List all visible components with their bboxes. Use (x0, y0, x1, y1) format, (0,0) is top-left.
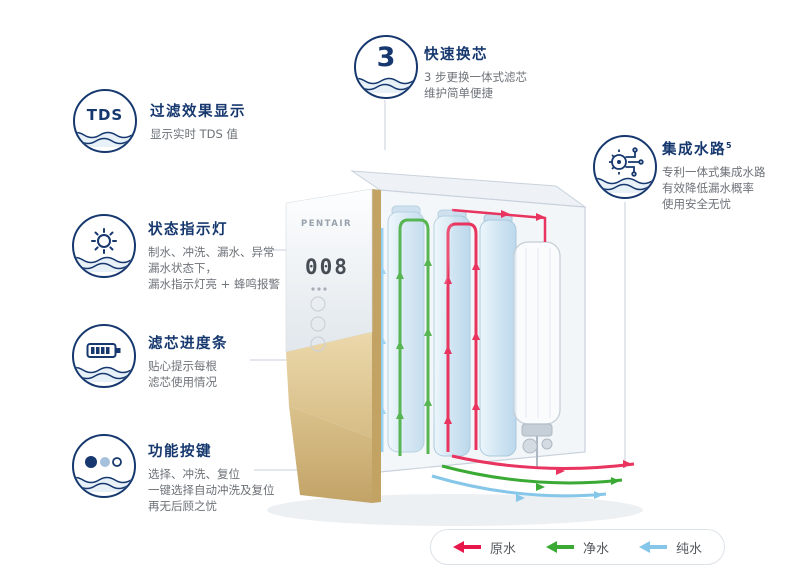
legend-item-pure-water: 纯水 (639, 538, 702, 557)
callout-title: 功能按键 (148, 444, 212, 460)
callout-line: 贴心提示每根 (148, 359, 217, 373)
callout-line: 显示实时 TDS 值 (150, 127, 238, 141)
callout-title-text: 集成水路 (662, 142, 726, 158)
callout-title: 滤芯进度条 (148, 336, 228, 352)
callout-line: 使用安全无忧 (662, 197, 731, 211)
flow-arrows (378, 210, 632, 502)
wave-decoration (74, 256, 134, 272)
display-digits: 008 (305, 255, 349, 279)
device-shadow (267, 494, 643, 526)
callout-filter-progress: 滤芯进度条 贴心提示每根 滤芯使用情况 (148, 332, 228, 390)
callout-line: 选择、冲洗、复位 (148, 467, 240, 481)
wave-decoration (595, 177, 655, 193)
callout-title: 状态指示灯 (148, 222, 228, 238)
membrane-filter (513, 241, 561, 468)
callout-tds: 过滤效果显示 显示实时 TDS 值 (150, 100, 246, 142)
front-panel: PENTAIR 008 (285, 188, 381, 503)
callout-function-buttons: 功能按键 选择、冲洗、复位 一键选择自动冲洗及复位 再无后顾之忧 (148, 440, 275, 514)
clean-water-arrow-icon (546, 541, 575, 553)
legend-item-clean-water: 净水 (546, 538, 609, 557)
wave-decoration (74, 476, 134, 492)
legend-label: 纯水 (676, 541, 703, 557)
callout-integrated-waterway: 集成水路5 专利一体式集成水路 有效降低漏水概率 使用安全无忧 (662, 138, 766, 212)
callout-line: 滤芯使用情况 (148, 375, 217, 389)
battery-icon (86, 343, 121, 358)
badge-integrated-waterway (593, 135, 657, 199)
badge-quick-change: 3 (354, 35, 418, 99)
callout-title: 集成水路5 (662, 138, 766, 159)
wave-decoration (356, 77, 416, 93)
callout-line: 一键选择自动冲洗及复位 (148, 483, 275, 497)
footnote-marker: 5 (726, 141, 734, 151)
badge-function-buttons (72, 434, 136, 498)
callout-line: 专利一体式集成水路 (662, 165, 766, 179)
callout-line: 维护简单便捷 (424, 86, 493, 100)
circuit-gear-icon (609, 147, 644, 177)
badge-filter-progress (72, 324, 136, 388)
water-legend: 原水 净水 纯水 (430, 529, 726, 565)
dots-icon (85, 456, 122, 468)
callout-status-light: 状态指示灯 制水、冲洗、漏水、异常 漏水状态下， 漏水指示灯亮 + 蜂鸣报警 (148, 218, 280, 292)
callout-line: 有效降低漏水概率 (662, 181, 754, 195)
touch-buttons (310, 296, 326, 352)
sun-icon (91, 228, 117, 254)
glass-sheen (382, 192, 455, 470)
wave-decoration (74, 366, 134, 382)
callout-line: 漏水指示灯亮 + 蜂鸣报警 (148, 277, 280, 291)
callout-title: 过滤效果显示 (150, 104, 246, 120)
callout-title: 快速换芯 (424, 47, 488, 63)
callout-quick-change: 快速换芯 3 步更换一体式滤芯 维护简单便捷 (424, 43, 527, 101)
callout-line: 制水、冲洗、漏水、异常 (148, 245, 275, 259)
quick-change-number: 3 (376, 42, 396, 73)
legend-label: 原水 (490, 541, 517, 557)
callout-line: 漏水状态下， (148, 261, 217, 275)
raw-water-arrow-icon (453, 541, 481, 553)
badge-tds: TDS (73, 89, 137, 153)
tds-text: TDS (86, 106, 124, 124)
badge-status-light (72, 214, 136, 278)
filter-cartridges (387, 205, 517, 457)
filter-cartridge (387, 205, 425, 453)
pure-water-arrow-icon (639, 541, 668, 553)
filter-cartridge (479, 213, 517, 457)
callout-line: 3 步更换一体式滤芯 (424, 70, 527, 84)
legend-item-raw-water: 原水 (453, 538, 516, 557)
device-display: 008 (305, 255, 349, 291)
callout-line: 再无后顾之忧 (148, 499, 217, 513)
wave-decoration (75, 131, 135, 147)
brand-logo: PENTAIR (301, 219, 352, 229)
legend-label: 净水 (583, 541, 610, 557)
